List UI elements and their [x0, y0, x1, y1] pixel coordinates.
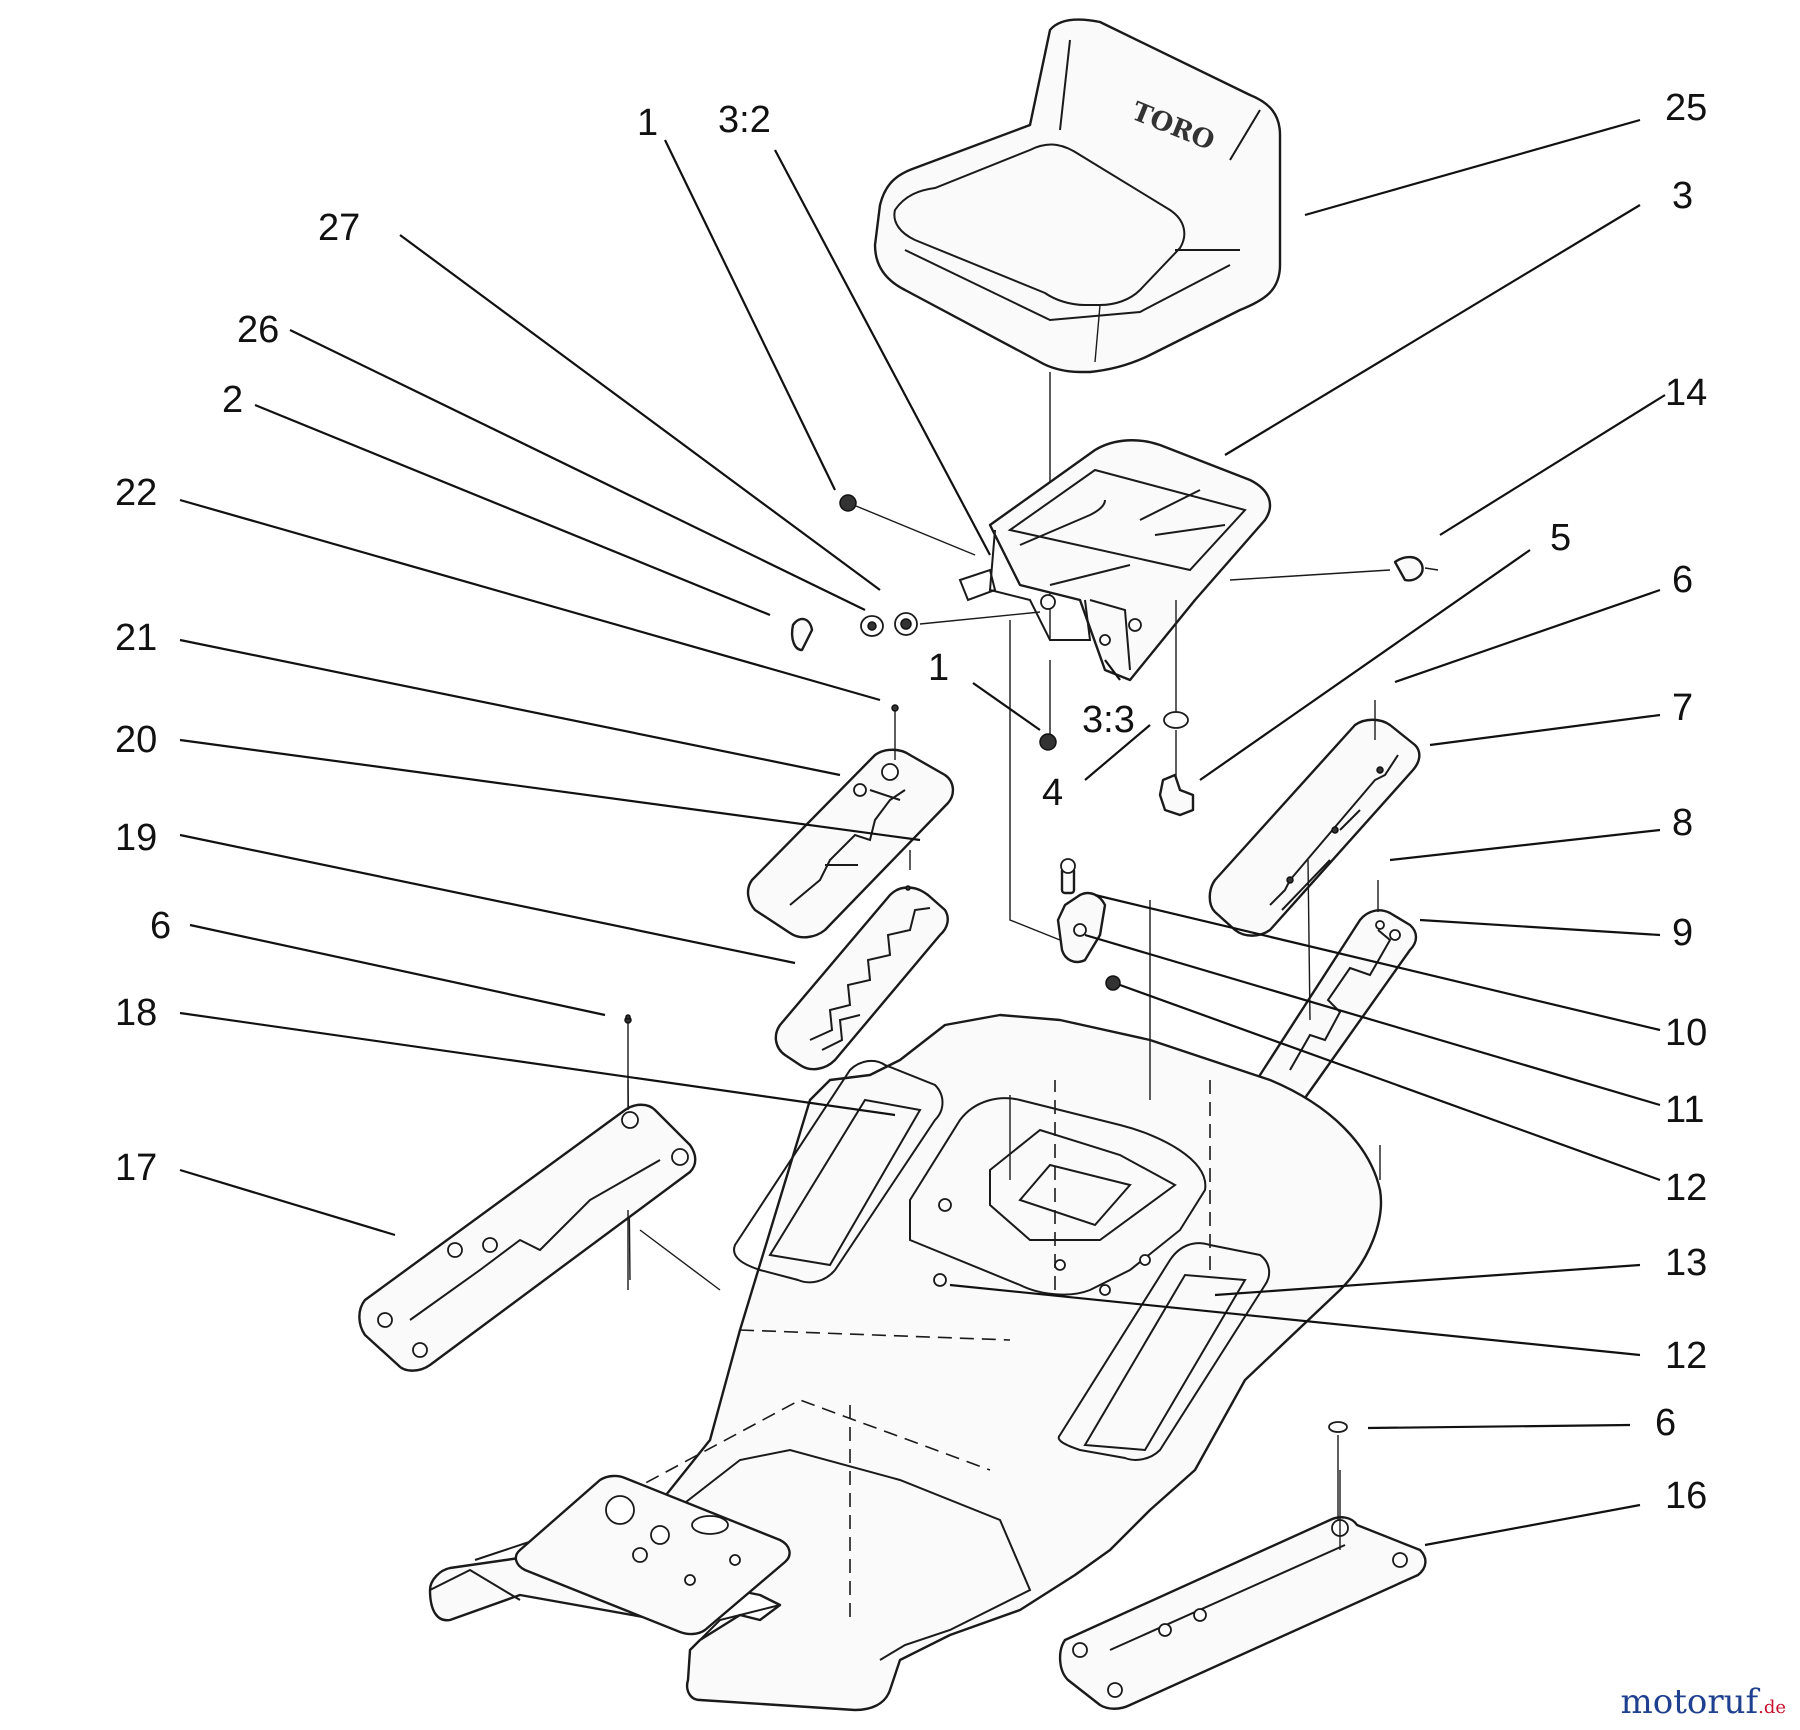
right-cover-part-7 — [1208, 700, 1421, 937]
callout-20: 20 — [115, 719, 157, 761]
callout-18: 18 — [115, 992, 157, 1034]
callout-12-lower: 12 — [1665, 1335, 1707, 1377]
fender-body — [428, 859, 1383, 1712]
left-plate-part-19 — [774, 850, 949, 1071]
callout-21: 21 — [115, 617, 157, 659]
callout-6-right: 6 — [1672, 559, 1693, 601]
hardware-group — [790, 494, 1439, 991]
callouts: 25 3 1 3:2 27 26 2 22 14 5 6 1 3:3 4 21 … — [115, 87, 1707, 1517]
callout-6-left: 6 — [150, 905, 171, 947]
callout-7: 7 — [1672, 687, 1693, 729]
seat-part-25: TORO — [873, 18, 1282, 374]
callout-17: 17 — [115, 1147, 157, 1189]
callout-14: 14 — [1665, 372, 1707, 414]
callout-22: 22 — [115, 472, 157, 514]
right-floor-plate-part-16 — [1058, 1421, 1427, 1710]
callout-8: 8 — [1672, 802, 1693, 844]
callout-4: 4 — [1042, 772, 1063, 814]
callout-3-3: 3:3 — [1082, 699, 1135, 741]
leader-lines — [179, 118, 1666, 1547]
callout-1-mid: 1 — [928, 647, 949, 689]
callout-9: 9 — [1672, 912, 1693, 954]
watermark-suffix: .de — [1758, 1697, 1786, 1718]
callout-26: 26 — [237, 309, 279, 351]
callout-5: 5 — [1550, 517, 1571, 559]
callout-11: 11 — [1665, 1089, 1704, 1131]
callout-1-top: 1 — [637, 102, 658, 144]
callout-19: 19 — [115, 817, 157, 859]
callout-6-bottom: 6 — [1655, 1402, 1676, 1444]
callout-16: 16 — [1665, 1475, 1707, 1517]
left-floor-plate-part-17 — [358, 1016, 721, 1372]
watermark: motoruf.de — [1621, 1682, 1786, 1722]
callout-12-upper: 12 — [1665, 1167, 1707, 1209]
callout-13: 13 — [1665, 1242, 1707, 1284]
callout-27: 27 — [318, 207, 360, 249]
left-cover-part-21 — [746, 704, 955, 939]
callout-10: 10 — [1665, 1012, 1707, 1054]
callout-25: 25 — [1665, 87, 1707, 129]
watermark-text: motoruf — [1620, 1682, 1759, 1722]
seat-pan-part-3 — [958, 439, 1272, 682]
callout-3-2: 3:2 — [718, 99, 771, 141]
callout-2: 2 — [222, 379, 243, 421]
callout-3: 3 — [1672, 175, 1693, 217]
